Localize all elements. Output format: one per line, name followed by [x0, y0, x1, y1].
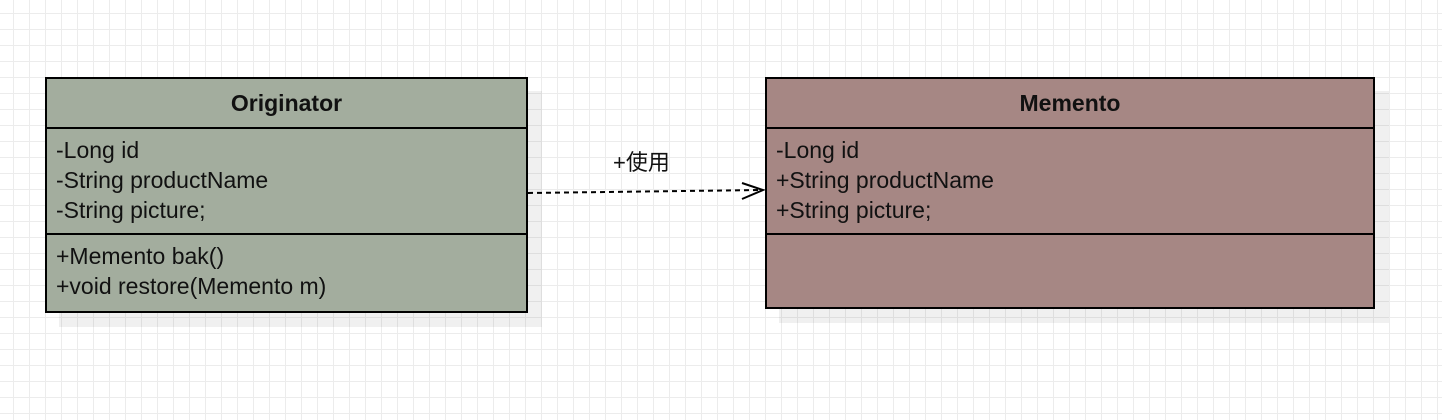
class-name: Memento: [767, 79, 1373, 129]
methods-section: [767, 235, 1373, 245]
attribute-item: +String productName: [776, 167, 994, 193]
class-name: Originator: [47, 79, 526, 129]
open-arrowhead-icon: [741, 182, 766, 200]
attribute-item: -String productName: [56, 167, 269, 193]
memento-class[interactable]: Memento -Long id +String productName +St…: [765, 77, 1375, 309]
attribute-item: -String picture;: [56, 197, 206, 223]
attribute-item: +String picture;: [776, 197, 932, 223]
dependency-label: +使用: [613, 150, 670, 175]
attribute-item: -Long id: [56, 137, 140, 163]
methods-section: +Memento bak() +void restore(Memento m): [47, 235, 526, 305]
method-item: +void restore(Memento m): [56, 273, 327, 299]
dependency-dashed-line: [527, 189, 763, 194]
attribute-item: -Long id: [776, 137, 860, 163]
attributes-section: -Long id -String productName -String pic…: [47, 129, 526, 235]
originator-class[interactable]: Originator -Long id -String productName …: [45, 77, 528, 313]
attributes-section: -Long id +String productName +String pic…: [767, 129, 1373, 235]
method-item: +Memento bak(): [56, 243, 225, 269]
